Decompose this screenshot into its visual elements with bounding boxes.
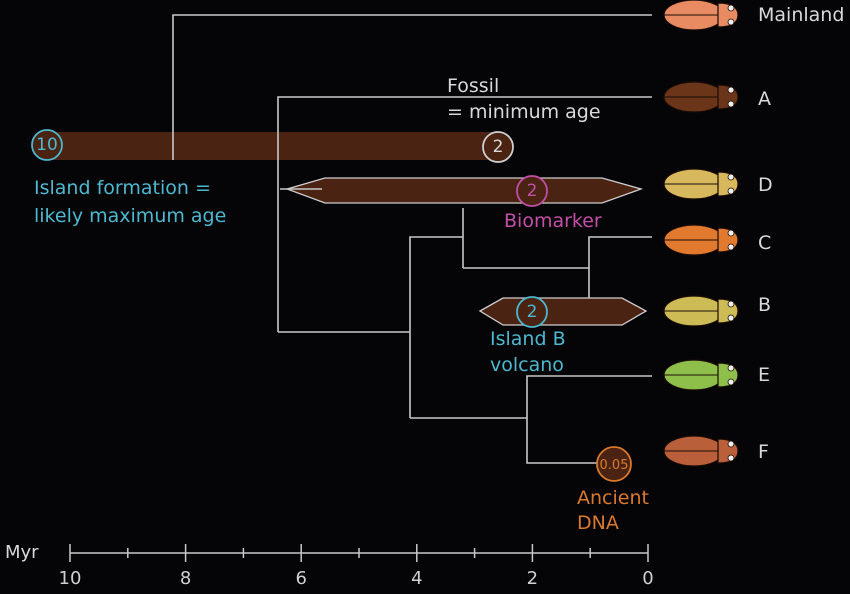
branch-cb (463, 236, 652, 269)
fossil-label-line1: Fossil (447, 75, 500, 97)
axis-tick-label: 4 (411, 568, 423, 589)
fossil-min-value: 2 (492, 137, 504, 157)
ancient-dna-label-line1: Ancient (577, 487, 649, 509)
biomarker-value: 2 (526, 181, 538, 201)
fossil-min-circle (482, 131, 514, 163)
axis-unit-label: Myr (5, 542, 39, 563)
volcano-value: 2 (526, 302, 538, 322)
taxon-label-e: E (758, 364, 771, 386)
volcano-label-line2: volcano (490, 354, 564, 376)
ancient-dna-value: 0.05 (599, 458, 629, 473)
island-label-line2: likely maximum age (34, 205, 227, 227)
taxon-label-f: F (758, 441, 769, 463)
biomarker-circle (516, 175, 548, 207)
island-max-circle (31, 129, 63, 161)
axis-tick-label: 6 (295, 568, 307, 589)
biomarker-label: Biomarker (504, 210, 602, 232)
taxon-label-a: A (758, 88, 771, 110)
beetle-icon (663, 295, 739, 327)
taxon-label-c: C (758, 232, 772, 254)
branch-e (526, 375, 652, 418)
beetle-icon (663, 435, 739, 467)
axis-tick-label: 0 (642, 568, 654, 589)
branch-a (277, 96, 652, 332)
island-label-line1: Island formation = (34, 177, 211, 199)
branch-inner (409, 236, 463, 418)
volcano-bar (478, 297, 648, 326)
taxon-label-mainland: Mainland (758, 4, 845, 26)
axis-tick-label: 10 (58, 568, 82, 589)
island-age-bar (48, 132, 499, 160)
taxon-label-d: D (758, 174, 773, 196)
beetle-icon (663, 0, 739, 31)
branch-ef (410, 417, 598, 464)
island-max-value: 10 (36, 135, 58, 155)
biomarker-bar (284, 177, 644, 204)
ancient-dna-circle (596, 446, 632, 482)
taxon-label-b: B (758, 294, 772, 316)
fossil-label-line2: = minimum age (447, 101, 601, 123)
beetle-icon (663, 224, 739, 256)
axis-tick-label: 8 (179, 568, 192, 589)
beetle-icon (663, 81, 739, 113)
volcano-label-line1: Island B (490, 328, 566, 350)
beetle-icon (663, 359, 739, 391)
ancient-dna-label-line2: DNA (577, 512, 619, 534)
branch-root (172, 14, 652, 130)
axis-tick-label: 2 (526, 568, 539, 589)
tree-branches (172, 14, 652, 464)
volcano-circle (516, 296, 548, 328)
beetle-icon (663, 168, 739, 200)
time-axis (69, 544, 649, 562)
